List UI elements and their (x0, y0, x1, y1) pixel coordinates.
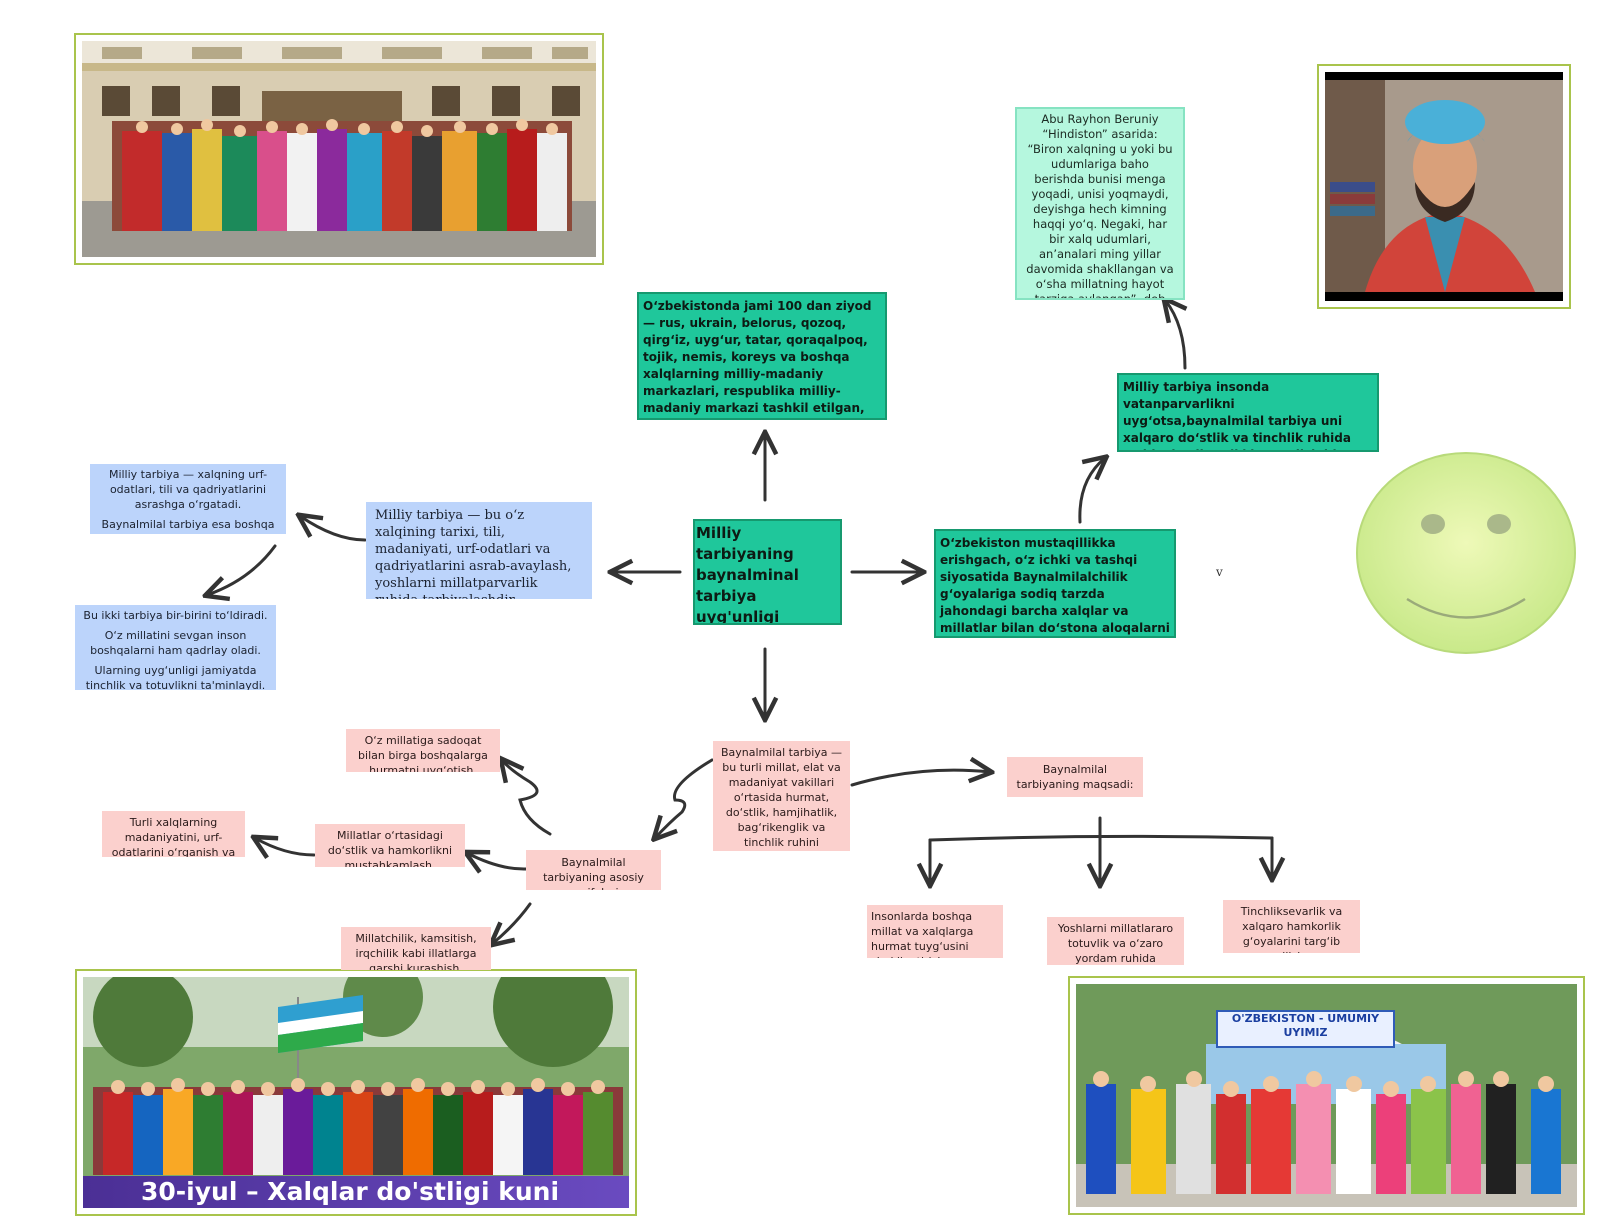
group-photo-icon: 30-iyul – Xalqlar do'stligi kuni (83, 977, 629, 1208)
group-photo-icon (82, 41, 596, 257)
node-national-definition-text: Milliy tarbiya — bu o‘z xalqining tarixi… (375, 508, 572, 599)
node-patriotism-text: Milliy tarbiya insonda vatanparvarlikni … (1123, 380, 1351, 450)
node-task-cooperation[interactable]: Millatlar o‘rtasidagi do‘stlik va hamkor… (315, 824, 465, 867)
node-international-definition[interactable]: Baynalmilal tarbiya — bu turli millat, e… (713, 741, 850, 851)
node-goal-peace[interactable]: Tinchliksevarlik va xalqaro hamkorlik g‘… (1223, 900, 1360, 953)
arrow-tasks-to-fight (492, 902, 532, 944)
node-international-definition-text: Baynalmilal tarbiya — bu turli millat, e… (720, 746, 843, 849)
node-task-cultures[interactable]: Turli xalqlarning madaniyatini, urf-odat… (102, 811, 245, 857)
node-goal-youth[interactable]: Yoshlarni millatlararo totuvlik va o‘zar… (1047, 917, 1184, 965)
node-patriotism[interactable]: Milliy tarbiya insonda vatanparvarlikni … (1117, 373, 1379, 452)
node-goal-youth-text: Yoshlarni millatlararo totuvlik va o‘zar… (1057, 922, 1174, 965)
node-national-centers-text: O‘zbekistonda jami 100 dan ziyod — rus, … (643, 299, 872, 415)
friendship-day-caption: 30-iyul – Xalqlar do'stligi kuni (83, 1176, 629, 1208)
node-task-cooperation-text: Millatlar o‘rtasidagi do‘stlik va hamkor… (327, 829, 453, 867)
arrow-tasks-to-loyalty (502, 760, 552, 836)
node-independence-policy[interactable]: O‘zbekiston mustaqillikka erishgach, o‘z… (934, 529, 1176, 638)
arrow-def-to-goal (850, 770, 990, 787)
node-national-vs-international[interactable]: Milliy tarbiya — xalqning urf-odatlari, … (90, 464, 286, 534)
arrow-tasks-to-coop (467, 853, 529, 869)
arrow-upper-to-quote (1165, 300, 1185, 370)
smiley-face-icon (1356, 452, 1576, 654)
branch-bar (928, 834, 1274, 842)
arrow-right-to-upper (1078, 458, 1105, 524)
node-paragraph: Baynalmilal tarbiya esa boshqa (101, 518, 275, 531)
node-paragraph: O‘z millatini sevgan inson boshqalarni h… (90, 629, 261, 657)
central-topic-text: Milliy tarbiyaning baynalminal tarbiya u… (696, 524, 799, 625)
node-task-cultures-text: Turli xalqlarning madaniyatini, urf-odat… (111, 816, 236, 857)
node-beruniy-quote-text: Abu Rayhon Beruniy “Hindiston” asarida: … (1026, 112, 1174, 300)
node-task-loyalty[interactable]: O‘z millatiga sadoqat bilan birga boshqa… (346, 729, 500, 772)
photo-friendship-day: 30-iyul – Xalqlar do'stligi kuni (75, 969, 637, 1216)
node-national-centers[interactable]: O‘zbekistonda jami 100 dan ziyod — rus, … (637, 292, 887, 420)
arrow-def-to-tasks (655, 758, 714, 838)
node-goal[interactable]: Baynalmilal tarbiyaning maqsadi: (1007, 757, 1143, 797)
node-task-loyalty-text: O‘z millatiga sadoqat bilan birga boshqa… (358, 734, 488, 772)
node-independence-policy-text: O‘zbekiston mustaqillikka erishgach, o‘z… (940, 536, 1170, 635)
arrow-left-to-farleft (300, 516, 367, 542)
node-paragraph: Bu ikki tarbiya bir-birini to‘ldiradi. (83, 609, 268, 622)
node-goal-respect[interactable]: Insonlarda boshqa millat va xalqlarga hu… (867, 905, 1003, 958)
node-paragraph: Milliy tarbiya — xalqning urf-odatlari, … (108, 468, 268, 511)
group-photo-icon: O'ZBEKISTON - UMUMIY UYIMIZ (1076, 984, 1577, 1207)
photo-common-home: O'ZBEKISTON - UMUMIY UYIMIZ (1068, 976, 1585, 1215)
central-topic[interactable]: Milliy tarbiyaning baynalminal tarbiya u… (693, 519, 842, 625)
arrow-farleft-down (207, 544, 277, 595)
stray-text-mark: v (1216, 565, 1223, 579)
node-goal-respect-text: Insonlarda boshqa millat va xalqlarga hu… (871, 910, 974, 958)
node-task-fight-text: Millatchilik, kamsitish, irqchilik kabi … (355, 932, 477, 970)
photo-scholar-portrait (1317, 64, 1571, 309)
node-beruniy-quote[interactable]: Abu Rayhon Beruniy “Hindiston” asarida: … (1015, 107, 1185, 300)
node-main-tasks-text: Baynalmilal tarbiyaning asosiy vazifalar… (543, 856, 644, 890)
node-task-fight[interactable]: Millatchilik, kamsitish, irqchilik kabi … (341, 927, 491, 970)
node-harmony[interactable]: Bu ikki tarbiya bir-birini to‘ldiradi. O… (75, 605, 276, 690)
node-paragraph: Ularning uyg‘unligi jamiyatda tinchlik v… (85, 664, 266, 690)
arrow-coop-to-cultures (255, 838, 316, 855)
node-national-definition[interactable]: Milliy tarbiya — bu o‘z xalqining tarixi… (366, 502, 592, 599)
scholar-portrait-icon (1325, 72, 1563, 301)
node-main-tasks[interactable]: Baynalmilal tarbiyaning asosiy vazifalar… (526, 850, 661, 890)
node-goal-text: Baynalmilal tarbiyaning maqsadi: (1016, 763, 1134, 791)
common-home-banner: O'ZBEKISTON - UMUMIY UYIMIZ (1216, 1010, 1395, 1048)
node-goal-peace-text: Tinchliksevarlik va xalqaro hamkorlik g‘… (1240, 905, 1343, 953)
photo-group-top-left (74, 33, 604, 265)
